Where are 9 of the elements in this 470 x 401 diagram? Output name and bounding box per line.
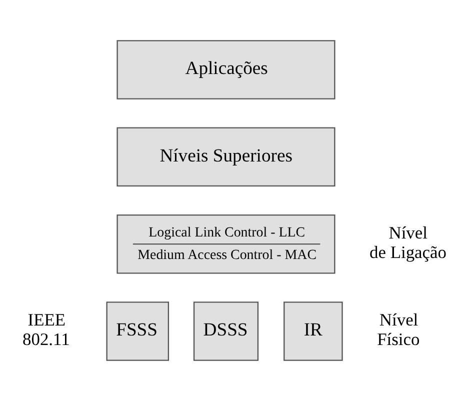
- node-label: Nível de Ligação: [370, 222, 446, 262]
- node-box: Logical Link Control - LLC Medium Access Control - MAC: [116, 214, 336, 274]
- node-box: FSSS: [106, 302, 170, 361]
- node-box: IR: [284, 302, 343, 361]
- node-box: DSSS: [193, 302, 259, 361]
- label: IEEE 802.11: [22, 309, 70, 350]
- node-box: Aplicações: [116, 40, 336, 100]
- node-box: Níveis Superiores: [116, 127, 336, 187]
- label: Nível Físico: [377, 309, 420, 350]
